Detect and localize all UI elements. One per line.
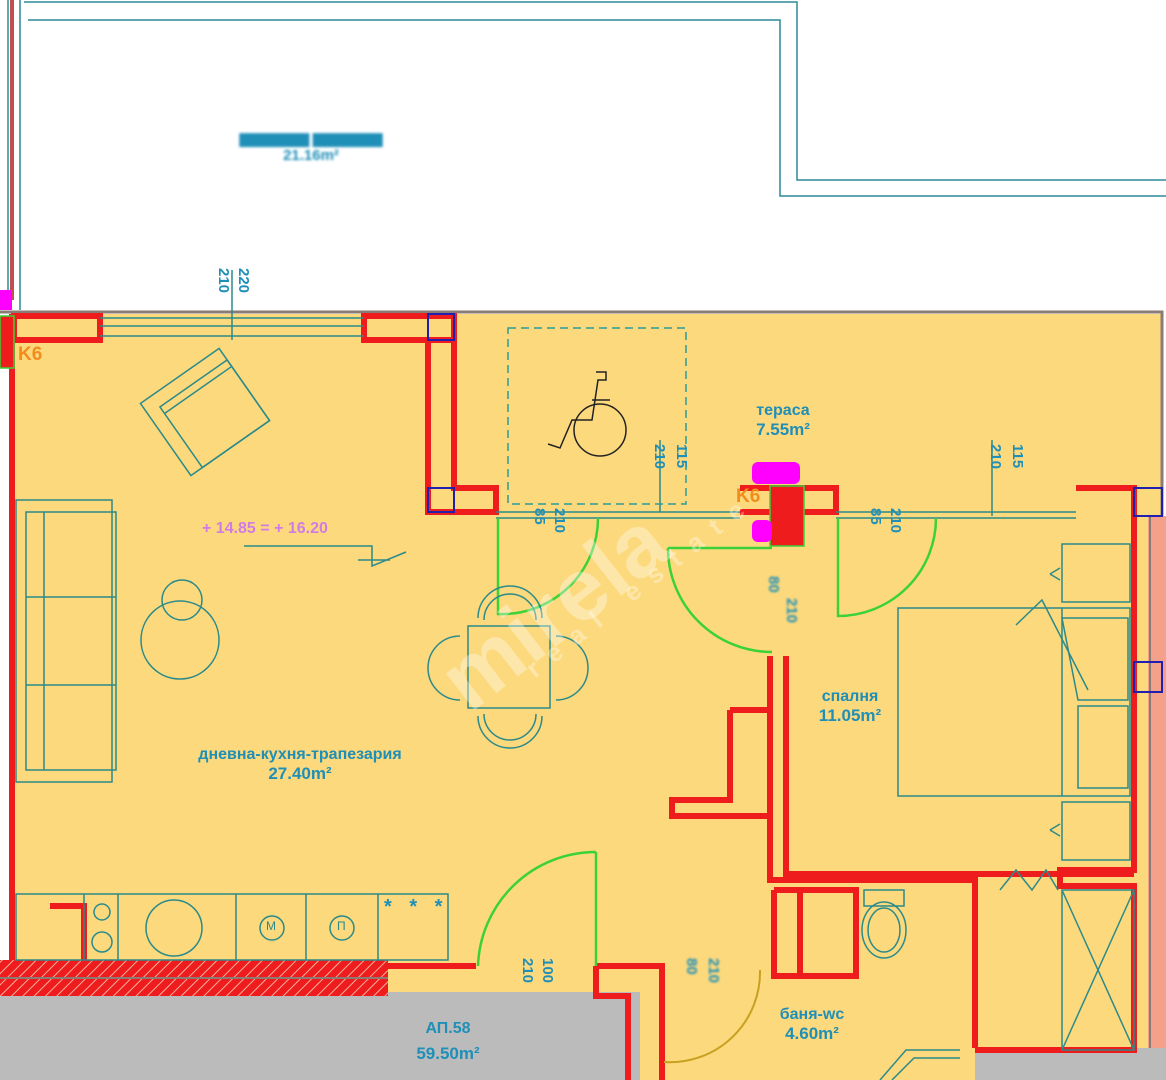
room-name: дневна-кухня-трапезария [198,746,402,763]
dim-window-terrace-bottom: 210 [651,444,668,470]
level-mark: + 14.85 = + 16.20 [202,520,328,537]
column-marker [427,313,455,341]
room-label-living: дневна-кухня-трапезария 27.40m² [170,746,430,784]
dim-door-entrance-top: 100 [539,958,556,984]
room-label-bedroom: спалня 11.05m² [800,688,900,726]
dim-door-living-top: 85 [531,508,548,525]
dim-door-bedroom-terrace-top: 85 [867,508,884,525]
furniture [15,347,1135,1080]
left-edge-wall [10,0,14,300]
wheelchair-icon [547,371,627,457]
hood-label: * * * [384,896,449,918]
dim-window-bedroom-top: 115 [1009,444,1026,469]
room-label-terrace: тераса 7.55m² [738,402,828,440]
dim-door-entrance-bottom: 210 [519,958,536,984]
room-area: 59.50m² [416,1044,480,1064]
room-name: ▆▆▆▆▆▆ ▆▆▆▆▆▆ [239,130,383,147]
room-area: 27.40m² [268,764,332,784]
room-area: 7.55m² [756,420,810,440]
upper-terrace-outline [7,0,1166,310]
room-area: 4.60m² [785,1024,839,1044]
column-marker-magenta [0,290,12,310]
dim-door-bath-top: 80 [683,958,700,975]
dishwasher-label: П [337,919,346,933]
room-label-top-terrace: ▆▆▆▆▆▆ ▆▆▆▆▆▆ 21.16m² [238,130,384,165]
room-name: тераса [756,402,810,419]
dim-window-terrace-top: 115 [673,444,690,469]
dim-door-bedroom-bottom: 210 [783,598,800,624]
windows [100,270,1076,519]
room-name: АП.58 [425,1020,471,1037]
dim-door-bath-bottom: 210 [705,958,722,984]
dim-door-bedroom-top: 80 [765,576,782,593]
room-label-bathroom: баня-wc 4.60m² [764,1006,860,1044]
floor-area [12,314,1162,1080]
room-area: 11.05m² [818,706,882,726]
dim-door-living-bottom: 210 [551,508,568,534]
accessibility-zone [507,327,687,505]
dim-door-bedroom-terrace-bottom: 210 [887,508,904,534]
room-label-neighbor: АП.58 59.50m² [400,1020,496,1064]
neighbor-apartment-area [0,992,1166,1080]
dim-window-living-top: 220 [235,268,252,294]
dim-window-bedroom-bottom: 210 [987,444,1004,470]
bath-door-swing [663,969,762,1064]
exterior-wall-right [1148,516,1166,1080]
dim-window-living-bottom: 210 [215,268,232,294]
room-area: 21.16m² [283,147,339,165]
door-swings [476,517,938,967]
microwave-label: М [266,919,276,933]
room-name: баня-wc [779,1006,845,1023]
room-name: спалня [821,688,879,705]
column-label-k6-left: K6 [18,344,43,365]
columns [0,313,1163,693]
column-label-k6-terrace: K6 [736,486,761,507]
